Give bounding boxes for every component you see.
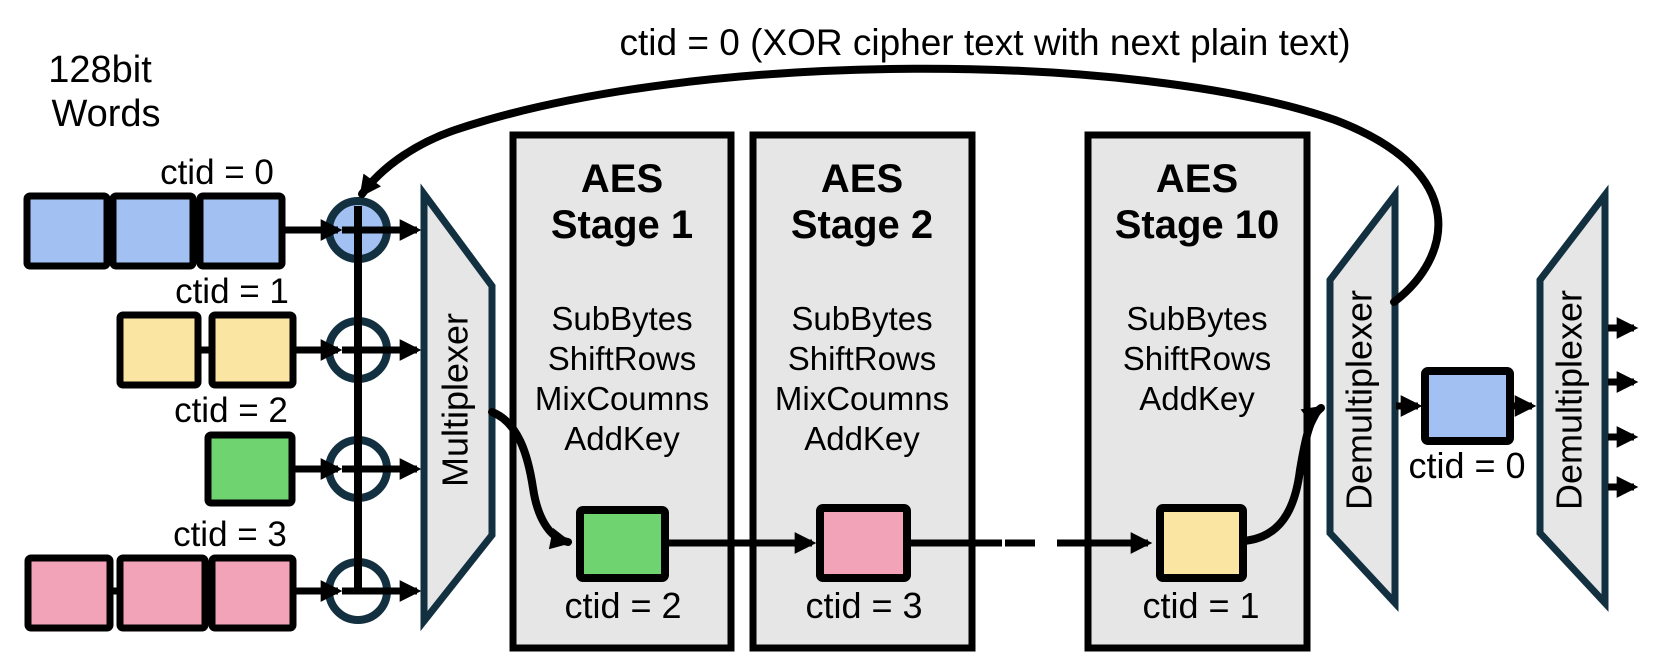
word-square <box>116 554 209 632</box>
output-block <box>1421 367 1514 445</box>
stage2-block <box>816 504 911 582</box>
word-square <box>196 192 286 270</box>
stage1-op: ShiftRows <box>548 340 697 377</box>
stage10-title-line1: AES <box>1156 157 1238 201</box>
stage2-op: ShiftRows <box>788 340 937 377</box>
stage10-to-demux-wire <box>1239 404 1325 545</box>
stage2-op: SubBytes <box>791 300 932 337</box>
multiplexer-shape <box>420 183 496 632</box>
stage2-op: AddKey <box>804 420 920 457</box>
row0-label: ctid = 0 <box>160 153 274 192</box>
word-square <box>204 431 296 507</box>
stage1-title-line2: Stage 1 <box>551 203 693 247</box>
demultiplexer2-shape <box>1536 184 1609 612</box>
demultiplexer1-shape <box>1326 184 1399 612</box>
stage2-title-line1: AES <box>821 157 903 201</box>
mux-to-stage1-wire <box>488 408 573 550</box>
stage2-title-line2: Stage 2 <box>791 203 933 247</box>
stage10-block-label: ctid = 1 <box>1142 585 1259 626</box>
row1-label: ctid = 1 <box>175 272 289 311</box>
demultiplexer1-label: Demultiplexer <box>1339 290 1380 510</box>
stage10-title-line2: Stage 10 <box>1115 203 1280 247</box>
demultiplexer2-label: Demultiplexer <box>1549 290 1590 510</box>
row2-label: ctid = 2 <box>174 391 288 430</box>
words-label-line2: Words <box>51 93 160 135</box>
row3-label: ctid = 3 <box>173 515 287 554</box>
word-square <box>208 311 297 389</box>
word-square <box>24 554 114 632</box>
stage10-block <box>1156 504 1247 582</box>
stage1-op: SubBytes <box>551 300 692 337</box>
stage1-op: MixCoumns <box>535 380 709 417</box>
word-square <box>208 554 297 632</box>
feedback-arrow <box>358 64 1443 306</box>
stage1-block <box>576 506 669 582</box>
stage10-op: SubBytes <box>1126 300 1267 337</box>
feedback-caption: ctid = 0 (XOR cipher text with next plai… <box>619 22 1350 63</box>
stage2-block-label: ctid = 3 <box>805 585 922 626</box>
stage10-op: AddKey <box>1139 380 1255 417</box>
stage1-block-label: ctid = 2 <box>564 585 681 626</box>
word-square <box>116 311 202 389</box>
stage10-op: ShiftRows <box>1123 340 1272 377</box>
multiplexer-label: Multiplexer <box>435 313 476 487</box>
words-label-line1: 128bit <box>48 49 152 91</box>
word-square <box>109 192 197 270</box>
stage1-op: AddKey <box>564 420 680 457</box>
stage1-title-line1: AES <box>581 157 663 201</box>
word-square <box>23 192 111 270</box>
output-block-label: ctid = 0 <box>1408 445 1525 486</box>
stage2-op: MixCoumns <box>775 380 949 417</box>
